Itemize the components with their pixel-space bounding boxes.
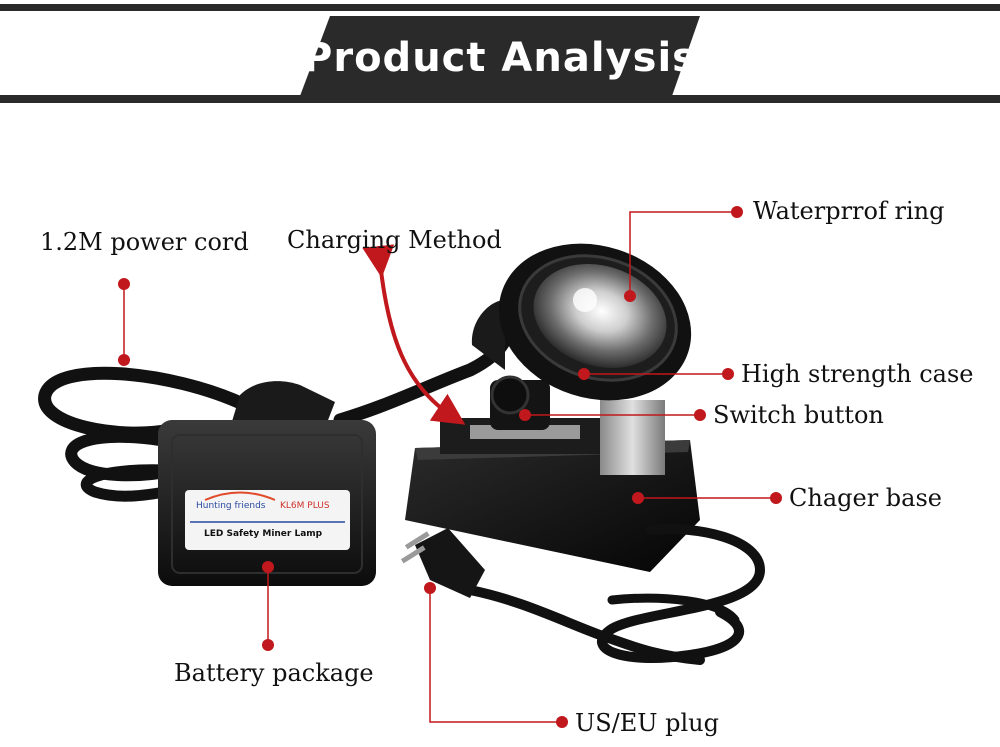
label-waterproof-ring: Waterprrof ring	[753, 197, 945, 225]
charger-base	[405, 400, 700, 572]
label-high-strength-case: High strength case	[741, 360, 974, 388]
callout-dots	[118, 206, 782, 728]
battery-sticker	[185, 490, 350, 550]
plug-cord	[465, 524, 766, 665]
callout-dot	[624, 290, 636, 302]
callout-dot	[722, 368, 734, 380]
header-banner	[0, 4, 1000, 103]
callout-dot	[424, 582, 436, 594]
banner-top-rule	[0, 4, 1000, 11]
callout-dot	[556, 716, 568, 728]
callout-dot	[731, 206, 743, 218]
banner-plate	[300, 16, 700, 96]
label-power-cord: 1.2M power cord	[40, 228, 249, 256]
plug	[400, 528, 485, 598]
sticker-brand: Hunting friends	[196, 501, 266, 511]
callout-dot	[118, 354, 130, 366]
callout-line-waterproof-ring	[629, 211, 737, 296]
label-charging-method: Charging Method	[287, 226, 502, 254]
callout-dot	[262, 561, 274, 573]
callout-dot	[694, 409, 706, 421]
callout-lines	[123, 211, 776, 723]
callout-dot	[632, 492, 644, 504]
switch-knob	[490, 375, 530, 415]
label-plug: US/EU plug	[575, 709, 719, 737]
label-battery-package: Battery package	[174, 659, 374, 687]
charging-method-arrow	[362, 244, 466, 425]
banner-bottom-rule	[0, 95, 1000, 103]
lamp-lens	[533, 264, 667, 368]
callout-dot	[578, 368, 590, 380]
sticker-model: KL6M PLUS	[280, 501, 330, 511]
label-charger-base: Chager base	[789, 484, 942, 512]
page-title: Product Analysis	[303, 35, 697, 81]
callout-dot	[118, 278, 130, 290]
callout-dot	[770, 492, 782, 504]
headlamp	[471, 243, 692, 430]
callout-line-plug	[429, 588, 562, 723]
sticker-product: LED Safety Miner Lamp	[204, 529, 323, 539]
charging-clip	[600, 400, 665, 475]
battery-box	[158, 381, 376, 586]
callout-dot	[262, 639, 274, 651]
label-switch-button: Switch button	[713, 401, 884, 429]
callout-dot	[519, 409, 531, 421]
